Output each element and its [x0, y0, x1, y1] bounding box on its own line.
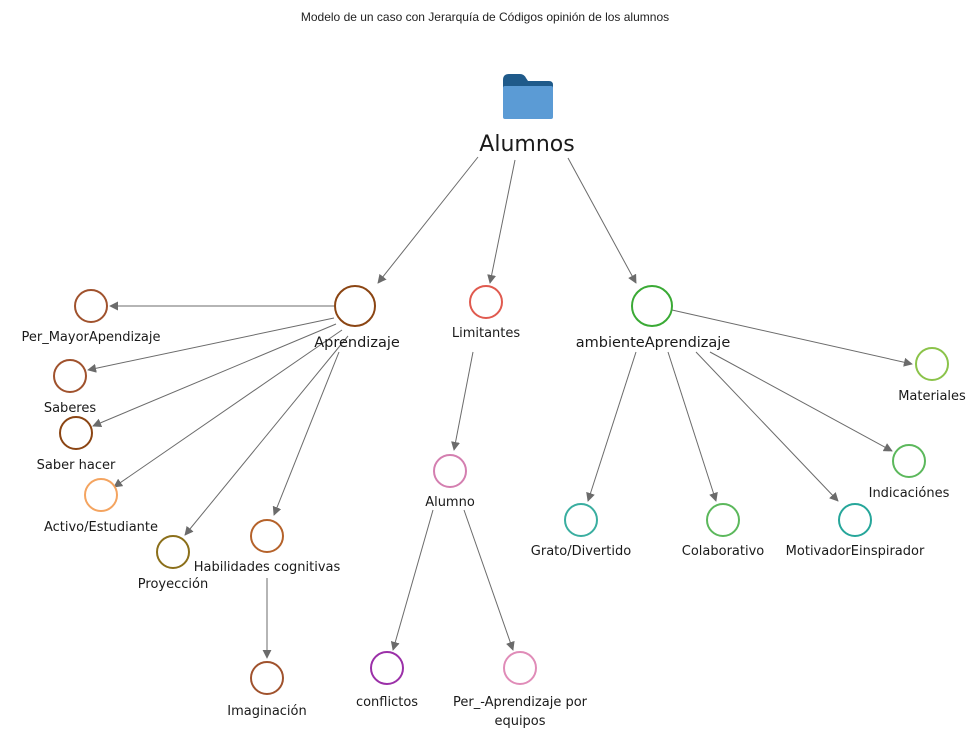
- edge-alumnos-aprendizaje: [377, 156, 479, 284]
- node-label: Grato/Divertido: [531, 544, 631, 559]
- node-circle: [631, 285, 673, 327]
- node-label-line2: equipos: [494, 714, 545, 729]
- node-circle: [915, 347, 949, 381]
- node-label: conflictos: [356, 695, 418, 710]
- node-indicaciones[interactable]: Indicaciónes: [869, 444, 950, 501]
- edge-alumnos-ambiente: [567, 157, 637, 284]
- node-label: Alumno: [425, 495, 475, 510]
- node-conflictos[interactable]: conflictos: [356, 651, 418, 710]
- edge-aprendizaje-habilidades: [272, 351, 340, 516]
- node-label: Per_MayorApendizaje: [21, 330, 160, 345]
- diagram-title: Modelo de un caso con Jerarquía de Códig…: [301, 10, 669, 24]
- edges: [87, 156, 913, 659]
- node-label: Colaborativo: [682, 544, 765, 559]
- node-imaginacion[interactable]: Imaginación: [227, 661, 307, 719]
- node-circle: [53, 359, 87, 393]
- node-circle: [503, 651, 537, 685]
- edge-limitantes-alumno: [451, 351, 474, 451]
- node-circle: [838, 503, 872, 537]
- node-circle: [84, 478, 118, 512]
- node-label: Materiales: [898, 389, 966, 404]
- node-proyeccion[interactable]: Proyección: [138, 535, 208, 592]
- node-label: Saberes: [44, 401, 97, 416]
- node-aprendizaje[interactable]: Aprendizaje: [314, 285, 400, 351]
- node-label: Limitantes: [452, 326, 521, 341]
- node-label: Proyección: [138, 577, 208, 592]
- node-materiales[interactable]: Materiales: [898, 347, 966, 404]
- node-motivador-einspirador[interactable]: MotivadorEinspirador: [786, 503, 925, 559]
- node-circle: [370, 651, 404, 685]
- node-label: Activo/Estudiante: [44, 520, 158, 535]
- node-label: ambienteAprendizaje: [576, 335, 731, 351]
- node-circle: [433, 454, 467, 488]
- edge-aprendizaje-saberes: [87, 317, 335, 373]
- node-circle: [469, 285, 503, 319]
- edge-alumnos-limitantes: [487, 159, 516, 284]
- edge-alumno-conflictos: [390, 509, 434, 651]
- node-circle: [59, 416, 93, 450]
- node-circle: [250, 519, 284, 553]
- node-circle: [892, 444, 926, 478]
- node-label: Aprendizaje: [314, 335, 400, 351]
- node-ambiente-aprendizaje[interactable]: ambienteAprendizaje: [576, 285, 731, 351]
- node-label: Habilidades cognitivas: [194, 560, 341, 575]
- root-label: Alumnos: [479, 132, 574, 157]
- node-circle: [334, 285, 376, 327]
- node-circle: [706, 503, 740, 537]
- node-grato-divertido[interactable]: Grato/Divertido: [531, 503, 631, 559]
- node-circle: [250, 661, 284, 695]
- edge-ambiente-motivador: [695, 351, 839, 502]
- node-label: Indicaciónes: [869, 486, 950, 501]
- node-per-mayor-apendizaje[interactable]: Per_MayorApendizaje: [21, 289, 161, 345]
- node-limitantes[interactable]: Limitantes: [452, 285, 521, 341]
- node-label: Imaginación: [227, 704, 307, 719]
- node-saber-hacer[interactable]: Saber hacer: [37, 416, 116, 473]
- node-alumno[interactable]: Alumno: [425, 454, 475, 510]
- edge-ambiente-grato: [586, 351, 637, 502]
- node-label-line1: Per_-Aprendizaje por: [453, 695, 588, 710]
- node-label: MotivadorEinspirador: [786, 544, 925, 559]
- edge-ambiente-colaborativo: [667, 351, 718, 502]
- node-circle: [74, 289, 108, 323]
- node-circle: [564, 503, 598, 537]
- node-label: Saber hacer: [37, 458, 116, 473]
- node-circle: [156, 535, 190, 569]
- node-habilidades-cognitivas[interactable]: Habilidades cognitivas: [194, 519, 341, 575]
- edge-ambiente-materiales: [671, 309, 913, 367]
- edge-aprendizaje-proyeccion: [184, 335, 349, 536]
- edge-aprendizaje-activo: [113, 329, 343, 488]
- node-activo-estudiante[interactable]: Activo/Estudiante: [44, 478, 158, 535]
- node-colaborativo[interactable]: Colaborativo: [682, 503, 765, 559]
- edge-ambiente-indicaciones: [709, 351, 893, 452]
- edge-aprendizaje-saberhacer: [92, 323, 337, 428]
- folder-icon: [503, 74, 553, 119]
- edge-alumno-perequipos: [463, 509, 515, 651]
- root-node[interactable]: Alumnos: [479, 74, 575, 157]
- node-saberes[interactable]: Saberes: [44, 359, 97, 416]
- node-per-aprendizaje-equipos[interactable]: Per_-Aprendizaje por equipos: [453, 651, 588, 729]
